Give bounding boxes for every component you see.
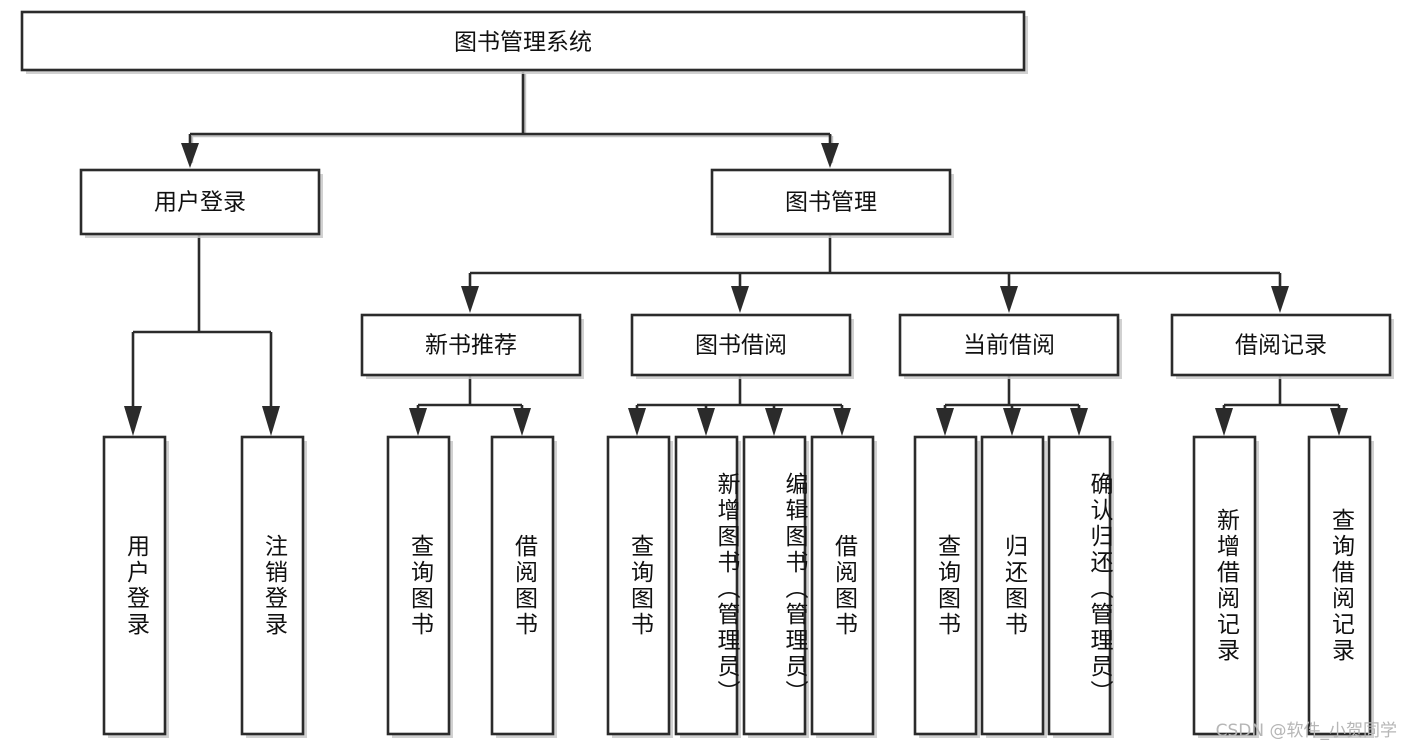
arrow-head-book-borrow — [731, 286, 749, 313]
node-leaf-query-book-2[interactable] — [606, 435, 671, 736]
node-leaf-return-book[interactable] — [980, 435, 1045, 736]
node-leaf-confirm-return[interactable] — [1047, 435, 1112, 736]
node-new-book-recommend[interactable] — [360, 313, 582, 377]
arrow-head-leaf-return-book — [1003, 408, 1021, 436]
arrow-head-leaf-edit-book — [765, 408, 783, 436]
label-new-book-recommend: 新书推荐 — [425, 333, 517, 359]
csdn-watermark: CSDN @软件_小贺同学 — [1215, 721, 1397, 741]
arrow-head-borrow-record — [1271, 286, 1289, 313]
arrow-head-current-borrow — [1000, 286, 1018, 313]
node-leaf-user-logout[interactable] — [240, 435, 305, 736]
node-leaf-query-book-1[interactable] — [386, 435, 451, 736]
node-leaf-add-record[interactable] — [1192, 435, 1257, 736]
arrow-head-leaf-add-book — [697, 408, 715, 436]
arrow-head-user-login — [181, 143, 199, 168]
node-leaf-user-login[interactable] — [102, 435, 167, 736]
node-leaf-add-book[interactable] — [674, 435, 739, 736]
nodes-layer — [20, 10, 1392, 736]
arrow-head-leaf-query-book-2 — [628, 408, 646, 436]
arrow-head-leaf-borrow-book-2 — [833, 408, 851, 436]
edges-layer — [124, 72, 1348, 436]
arrow-head-leaf-user-login — [124, 406, 142, 436]
arrow-head-leaf-query-book-1 — [409, 408, 427, 436]
arrow-head-leaf-query-book-3 — [936, 408, 954, 436]
node-current-borrow[interactable] — [898, 313, 1120, 377]
label-user-login: 用户登录 — [154, 190, 246, 216]
node-user-login[interactable] — [79, 168, 321, 236]
arrow-head-leaf-confirm-return — [1070, 408, 1088, 436]
label-book-borrow: 图书借阅 — [695, 333, 787, 359]
arrow-head-leaf-query-record — [1330, 408, 1348, 436]
horizontal-labels-layer: 图书管理系统 用户登录 图书管理 新书推荐 图书借阅 当前借阅 借阅记录 — [154, 30, 1327, 359]
arrow-head-leaf-borrow-book-1 — [513, 408, 531, 436]
node-leaf-borrow-book-2[interactable] — [810, 435, 875, 736]
label-book-manage: 图书管理 — [785, 190, 877, 216]
arrow-head-book-manage — [821, 143, 839, 168]
arrow-head-leaf-user-logout — [262, 406, 280, 436]
label-current-borrow: 当前借阅 — [963, 333, 1055, 359]
arrow-head-new-book-recommend — [461, 286, 479, 313]
node-borrow-record[interactable] — [1170, 313, 1392, 377]
node-leaf-borrow-book-1[interactable] — [490, 435, 555, 736]
edge-shadow-root — [190, 74, 834, 163]
label-borrow-record: 借阅记录 — [1235, 333, 1327, 359]
node-leaf-query-book-3[interactable] — [913, 435, 978, 736]
label-root: 图书管理系统 — [454, 30, 592, 56]
node-leaf-edit-book[interactable] — [742, 435, 807, 736]
node-leaf-query-record[interactable] — [1307, 435, 1372, 736]
node-root[interactable] — [20, 10, 1026, 72]
node-book-borrow[interactable] — [630, 313, 852, 377]
arrow-head-leaf-add-record — [1215, 408, 1233, 436]
node-book-manage[interactable] — [710, 168, 952, 236]
